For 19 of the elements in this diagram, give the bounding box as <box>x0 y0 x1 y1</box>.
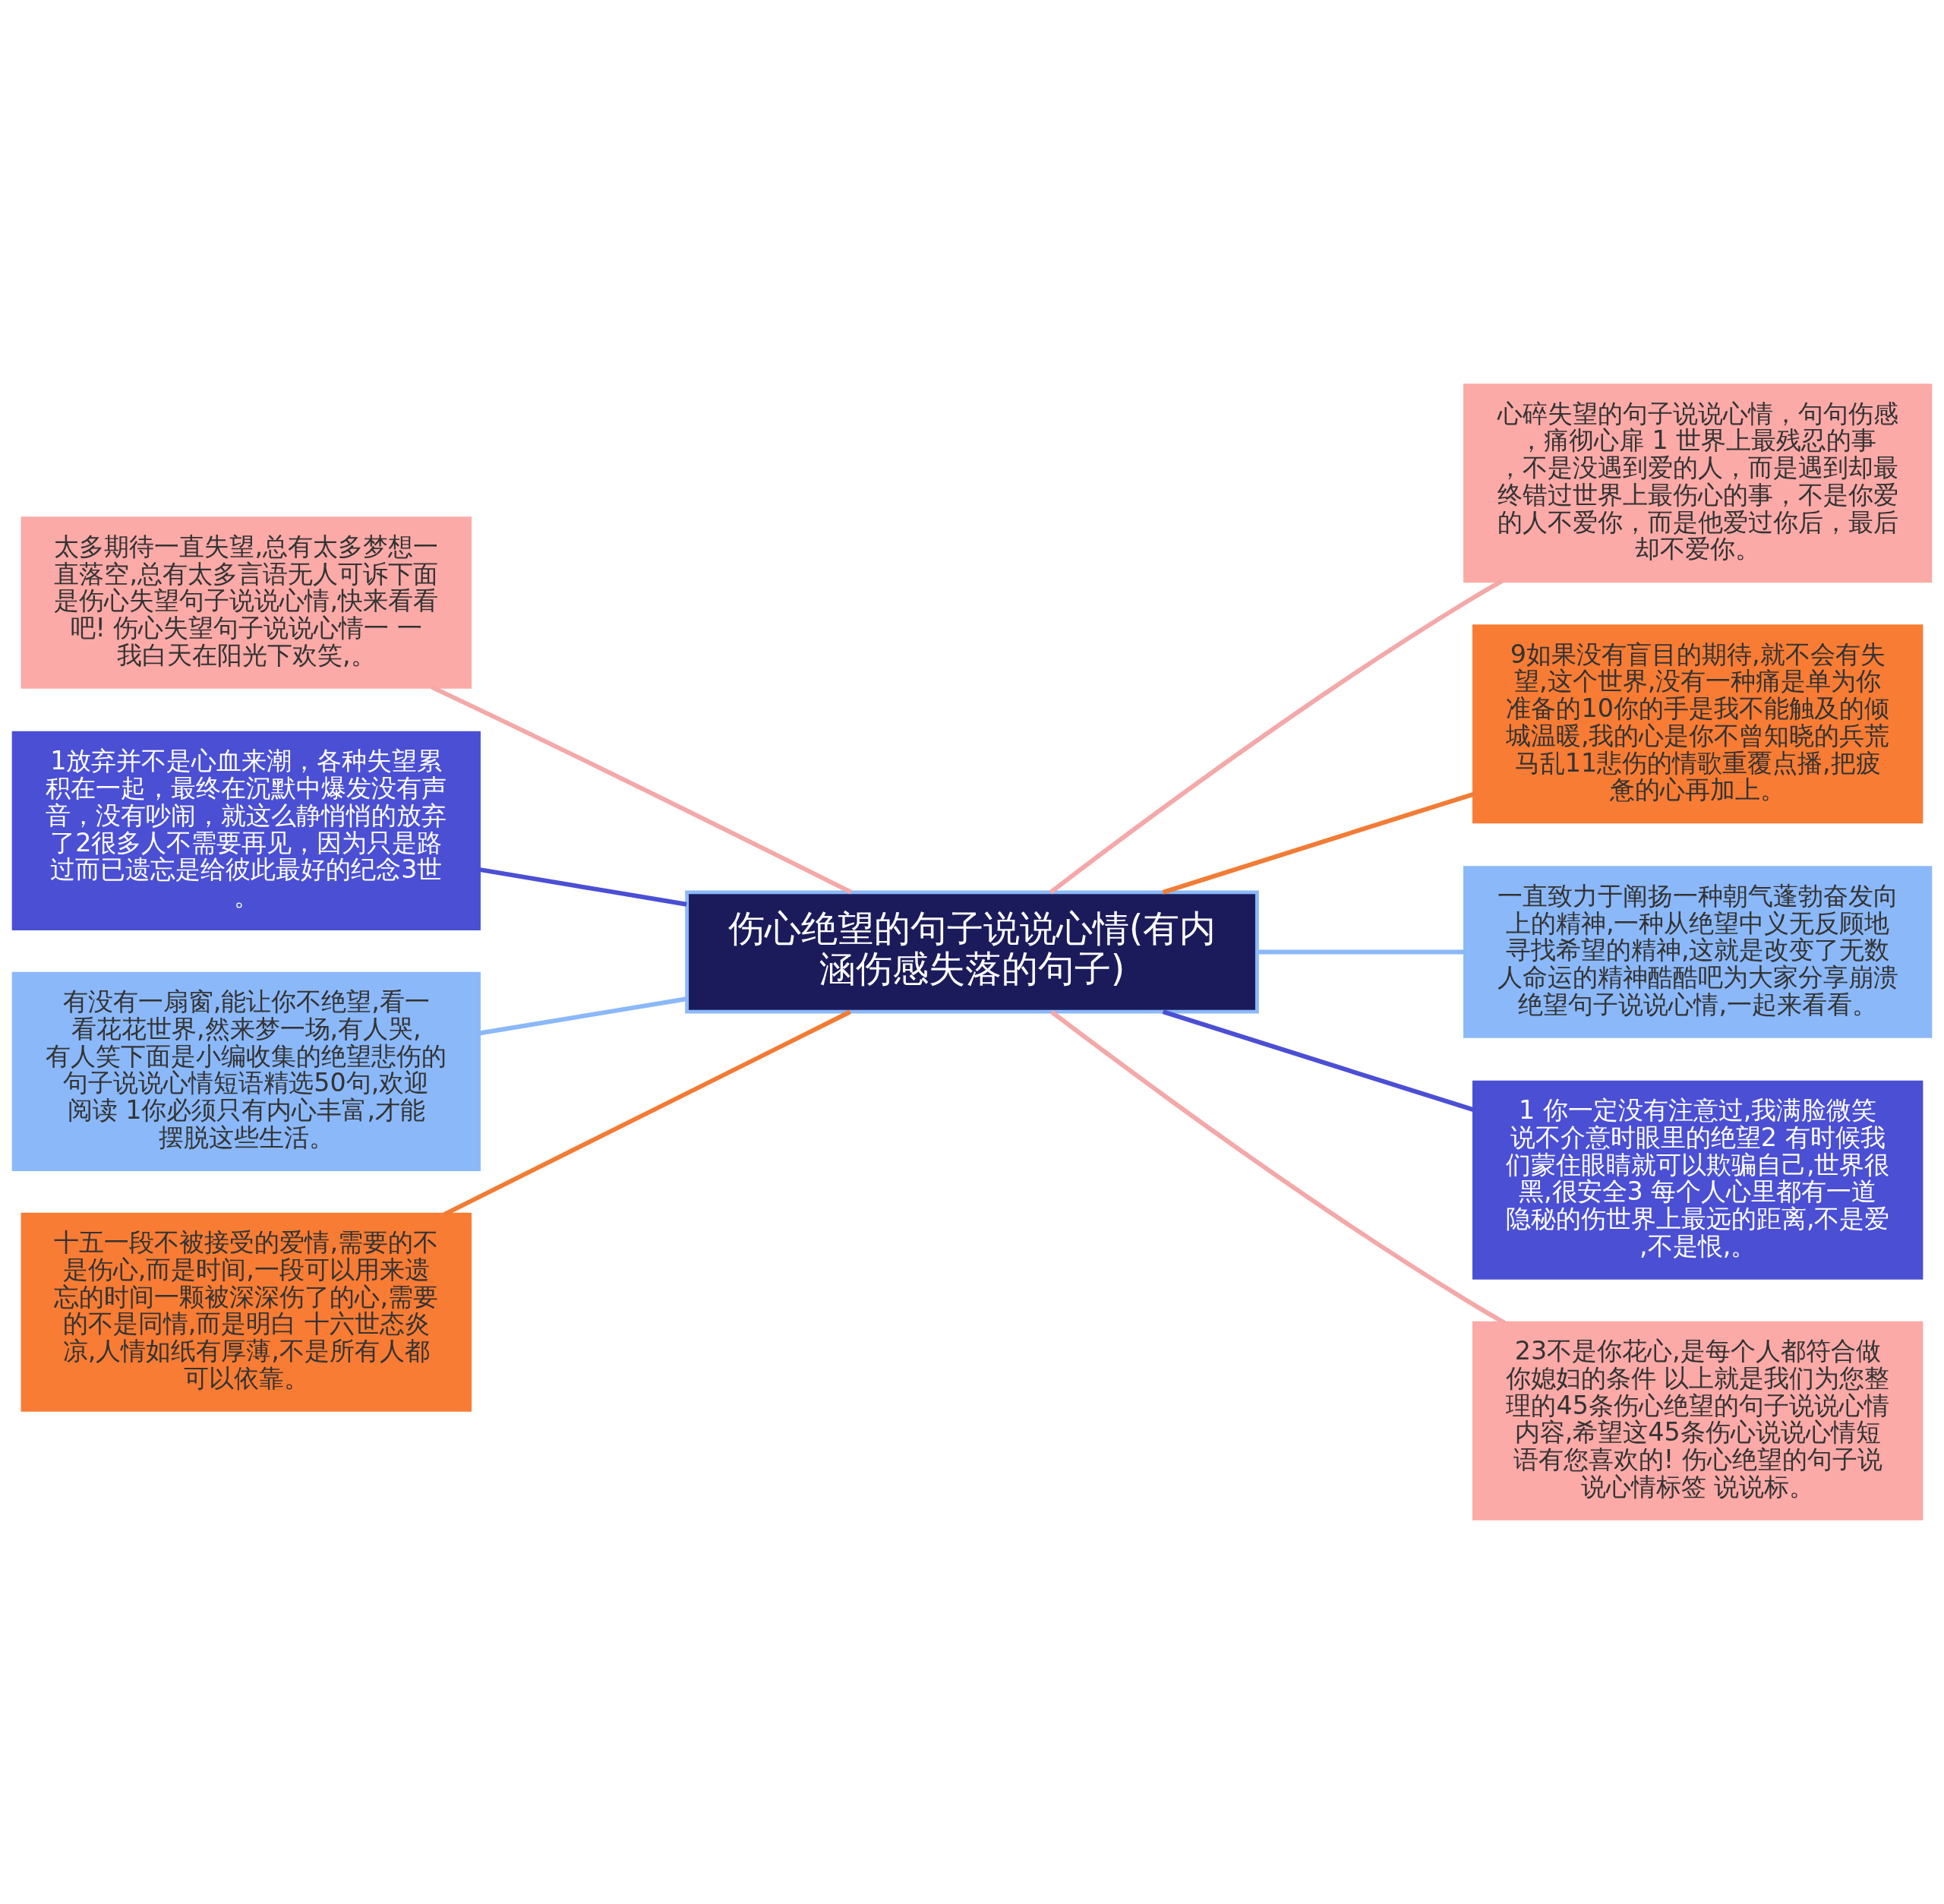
node-box: 1 你一定没有注意过,我满脸微笑说不介意时眼里的绝望2 有时候我们蒙住眼睛就可以欺骗自己,世界很黑,很安全3 每个人心里都有一道隐秘的伤世界上最远的距离,不是爱,不是恨,。 <box>1472 1080 1923 1280</box>
node-box: 心碎失望的句子说说心情，句句伤感，痛彻心扉 1 世界上最残忍的事，不是没遇到爱的人，而是遇到却最终错过世界上最伤心的事，不是你爱的人不爱你，而是他爱过你后，最后却不爱你。 <box>1463 384 1933 583</box>
node-box: 伤心绝望的句子说说心情(有内涵伤感失落的句子) <box>685 890 1259 1014</box>
connector <box>1162 1009 1475 1113</box>
connector <box>478 996 687 1036</box>
node-box: 有没有一扇窗,能让你不绝望,看一看花花世界,然来梦一场,有人哭,有人笑下面是小编收集的绝望悲伤的句子说说心情短语精选50句,欢迎阅读 1你必须只有内心丰富,才能摆脱这些生活。 <box>11 971 481 1171</box>
connector <box>1049 579 1504 895</box>
node-box: 23不是你花心,是每个人都符合做你媳妇的条件 以上就是我们为您整理的45条伤心绝望的句子说说心情内容,希望这45条伤心说说心情短语有您喜欢的! 伤心绝望的句子说说心情标签 说说标。 <box>1472 1321 1923 1520</box>
connector <box>1257 949 1465 955</box>
node-box: 太多期待一直失望,总有太多梦想一直落空,总有太多言语无人可诉下面是伤心失望句子说说心情,快来看看吧! 伤心失望句子说说心情一 一我白天在阳光下欢笑,。 <box>21 516 472 689</box>
connector <box>443 1009 851 1217</box>
connector <box>431 684 852 895</box>
node-box: 9如果没有盲目的期待,就不会有失望,这个世界,没有一种痛是单为你准备的10你的手是我不能触及的倾城温暖,我的心是你不曾知晓的兵荒马乱11悲伤的情歌重覆点播,把疲惫的心再加上。 <box>1472 624 1923 824</box>
connector <box>1050 1010 1506 1325</box>
node-box: 十五一段不被接受的爱情,需要的不是伤心,而是时间,一段可以用来遗忘的时间一颗被深深伤了的心,需要的不是同情,而是明白 十六世态炎凉,人情如纸有厚薄,不是所有人都可以依靠。 <box>21 1212 472 1412</box>
node-box: 一直致力于阐扬一种朝气蓬勃奋发向上的精神,一种从绝望中义无反顾地寻找希望的精神,这就是改变了无数人命运的精神酷酷吧为大家分享崩溃绝望句子说说心情,一起来看看。 <box>1463 866 1933 1038</box>
connector <box>478 867 687 907</box>
node-box: 1放弃并不是心血来潮，各种失望累积在一起，最终在沉默中爆发没有声音，没有吵闹，就这么静悄悄的放弃了2很多人不需要再见，因为只是路过而已遗忘是给彼此最好的纪念3世。 <box>11 731 481 930</box>
connector <box>1162 791 1475 895</box>
